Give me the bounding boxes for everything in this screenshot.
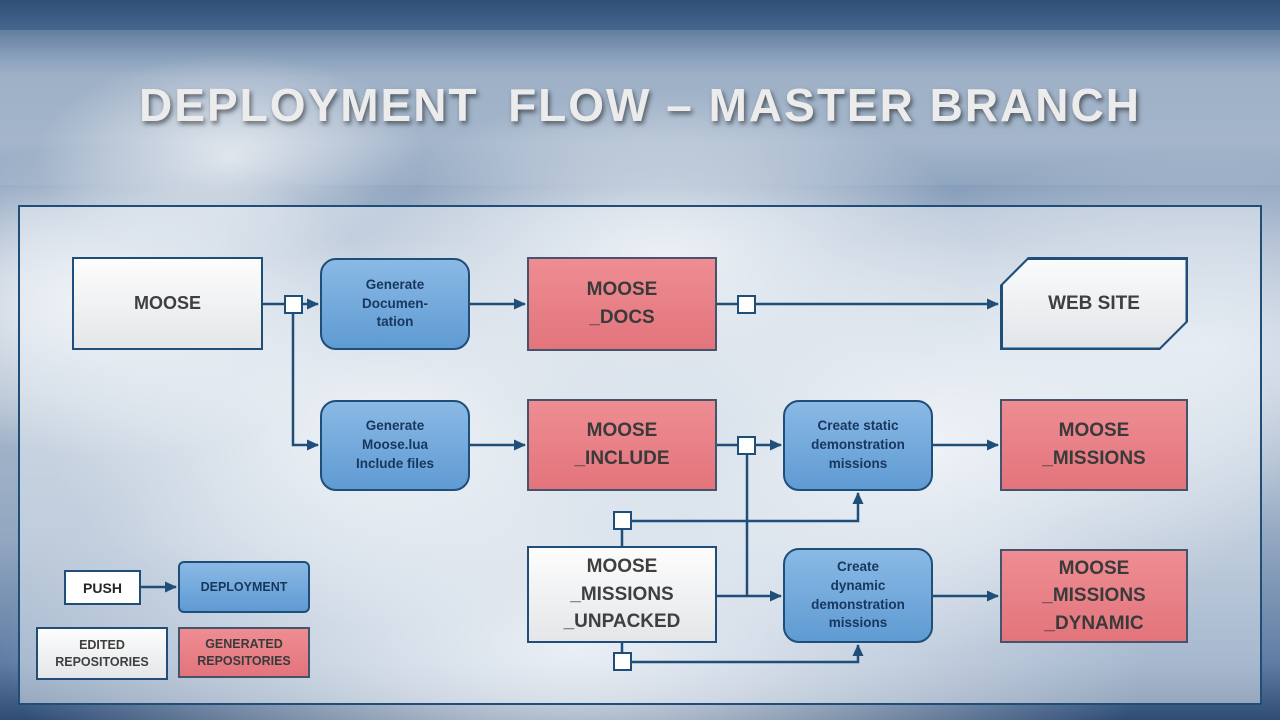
node-create-static: Create static demonstration missions: [783, 400, 933, 491]
legend-edited-repositories: EDITED REPOSITORIES: [36, 627, 168, 680]
connector-square-docs: [737, 295, 756, 314]
connector-square-include: [737, 436, 756, 455]
connector-square-moose: [284, 295, 303, 314]
title-band: [0, 30, 1280, 185]
node-generate-include: Generate Moose.lua Include files: [320, 400, 470, 491]
node-moose-docs: MOOSE _DOCS: [527, 257, 717, 351]
legend-generated-repositories: GENERATED REPOSITORIES: [178, 627, 310, 678]
node-generate-documentation: Generate Documen- tation: [320, 258, 470, 350]
legend-push: PUSH: [64, 570, 141, 605]
connector-square-unpacked-top: [613, 511, 632, 530]
web-site-shape: WEB SITE: [1003, 260, 1186, 348]
node-web-site: WEB SITE: [1000, 257, 1188, 350]
node-moose-missions: MOOSE _MISSIONS: [1000, 399, 1188, 491]
node-create-dynamic: Create dynamic demonstration missions: [783, 548, 933, 643]
connector-square-unpacked-bottom: [613, 652, 632, 671]
node-moose-missions-dynamic: MOOSE _MISSIONS _DYNAMIC: [1000, 549, 1188, 643]
node-moose-missions-unpacked: MOOSE _MISSIONS _UNPACKED: [527, 546, 717, 643]
node-moose-include: MOOSE _INCLUDE: [527, 399, 717, 491]
legend-deployment: DEPLOYMENT: [178, 561, 310, 613]
node-moose: MOOSE: [72, 257, 263, 350]
slide-title: DEPLOYMENT FLOW – MASTER BRANCH: [139, 79, 1141, 131]
web-site-label: WEB SITE: [1048, 292, 1140, 314]
